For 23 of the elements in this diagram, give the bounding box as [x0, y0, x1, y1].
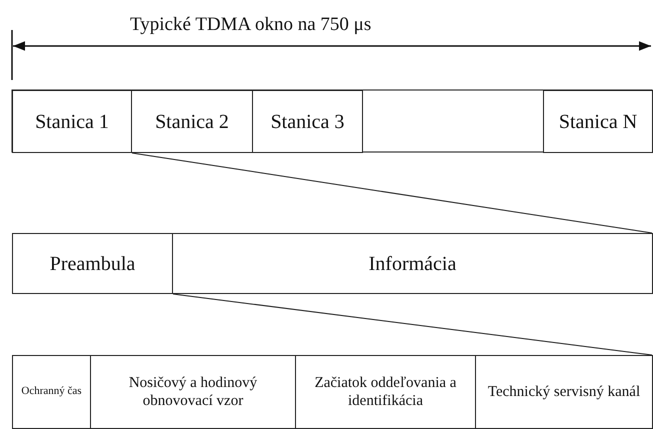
field-cell — [295, 355, 476, 429]
cell-label: Stanica 3 — [270, 110, 344, 134]
cell-label: Technický servisný kanál — [488, 383, 640, 401]
field-cell — [475, 355, 653, 429]
cell-label: Stanica 1 — [35, 110, 109, 134]
cell-label: Stanica 2 — [155, 110, 229, 134]
cell-label: Informácia — [368, 252, 456, 276]
frame-title: Typické TDMA okno na 750 μs — [130, 14, 372, 36]
cell-label: Začiatok oddeľovania a identifikácia — [314, 374, 458, 410]
field-cell — [12, 355, 91, 429]
field-cell — [172, 233, 653, 294]
cell-label: Nosičový a hodinový obnovovací vzor — [128, 374, 258, 410]
cell-label: Preambula — [50, 252, 136, 276]
expansion-line — [172, 294, 652, 356]
timeslot-cell — [252, 90, 363, 153]
timeslot-cell — [131, 90, 253, 153]
cell-label: Ochranný čas — [21, 385, 82, 399]
timeslot-cell — [543, 90, 653, 153]
field-cell — [90, 355, 296, 429]
expansion-line — [132, 152, 652, 234]
cell-label: Stanica N — [558, 110, 638, 134]
field-cell — [12, 233, 173, 294]
timeslot-cell — [12, 90, 132, 153]
